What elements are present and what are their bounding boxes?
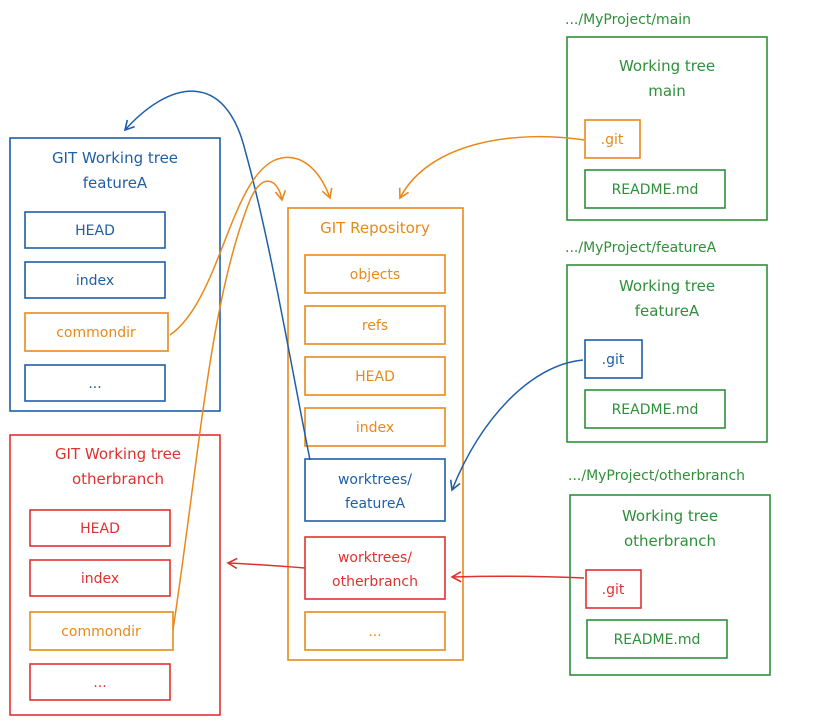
repo-refs-label: refs <box>362 318 388 334</box>
left-red-index-box <box>29 559 171 597</box>
repo-head-box <box>304 356 446 396</box>
right-working-tree-main: .../MyProject/main Working tree main .gi… <box>565 12 768 221</box>
repo-worktrees-featureA-line1: worktrees/ <box>338 472 412 488</box>
right-featureA-git-box <box>584 339 643 379</box>
left-red-title-line2: otherbranch <box>72 470 164 488</box>
left-blue-commondir-box <box>24 312 169 352</box>
left-blue-head-label: HEAD <box>75 223 115 239</box>
right-otherbranch-path: .../MyProject/otherbranch <box>568 468 745 484</box>
right-otherbranch-title-line1: Working tree <box>622 507 718 525</box>
right-otherbranch-readme-label: README.md <box>614 632 701 648</box>
repo-worktrees-featureA-box <box>304 458 446 522</box>
left-blue-ellipsis-label: ... <box>88 376 101 392</box>
repo-head-label: HEAD <box>355 369 395 385</box>
left-red-commondir-box <box>29 611 174 651</box>
right-main-git-box <box>584 119 641 159</box>
repo-objects-box <box>304 254 446 294</box>
left-red-head-label: HEAD <box>80 521 120 537</box>
repo-worktrees-otherbranch-line2: otherbranch <box>332 574 418 590</box>
arrow-otherbranch-git-to-worktrees <box>450 571 585 583</box>
right-otherbranch-git-box <box>585 569 642 609</box>
left-red-ellipsis-label: ... <box>93 675 106 691</box>
right-main-readme-box <box>584 169 726 209</box>
right-featureA-path: .../MyProject/featureA <box>565 240 717 256</box>
repo-ellipsis-label: ... <box>368 624 381 640</box>
right-featureA-readme-label: README.md <box>612 402 699 418</box>
repo-title: GIT Repository <box>320 219 430 237</box>
left-blue-ellipsis-box <box>24 364 166 402</box>
arrow-featureA-git-to-worktrees <box>449 359 584 492</box>
right-featureA-readme-box <box>584 389 726 429</box>
left-red-commondir-label: commondir <box>61 624 141 640</box>
repo-worktrees-otherbranch-line1: worktrees/ <box>338 550 412 566</box>
left-blue-index-box <box>24 261 166 299</box>
left-red-title-line1: GIT Working tree <box>55 445 181 463</box>
left-working-tree-featureA: GIT Working tree featureA HEAD index com… <box>9 137 221 412</box>
left-red-head-box <box>29 509 171 547</box>
right-otherbranch-title-line2: otherbranch <box>624 532 716 550</box>
left-blue-title-line1: GIT Working tree <box>52 149 178 167</box>
right-featureA-git-label: .git <box>602 352 625 368</box>
right-working-tree-otherbranch: .../MyProject/otherbranch Working tree o… <box>568 468 771 676</box>
left-blue-head-box <box>24 211 166 249</box>
left-working-tree-otherbranch: GIT Working tree otherbranch HEAD index … <box>9 434 221 716</box>
right-main-path: .../MyProject/main <box>565 12 691 28</box>
right-main-readme-label: README.md <box>612 182 699 198</box>
right-main-title-line1: Working tree <box>619 57 715 75</box>
arrow-red-commondir-to-repo <box>172 180 287 631</box>
git-repository: GIT Repository objects refs HEAD index w… <box>287 207 464 661</box>
left-red-index-label: index <box>81 571 119 587</box>
left-blue-commondir-label: commondir <box>56 325 136 341</box>
repo-worktrees-featureA-line2: featureA <box>345 496 406 512</box>
right-featureA-title-line2: featureA <box>635 302 700 320</box>
right-main-title-line2: main <box>648 82 685 100</box>
repo-refs-box <box>304 305 446 345</box>
right-otherbranch-readme-box <box>586 619 728 659</box>
right-otherbranch-git-label: .git <box>602 582 625 598</box>
right-featureA-title-line1: Working tree <box>619 277 715 295</box>
left-blue-index-label: index <box>76 273 114 289</box>
arrow-main-git-to-repo <box>398 135 585 200</box>
arrow-worktrees-featureA-to-left-tree <box>123 90 311 461</box>
arrow-blue-commondir-to-repo <box>169 156 333 336</box>
repo-index-box <box>304 407 446 447</box>
left-blue-title-line2: featureA <box>83 174 148 192</box>
repo-ellipsis-box <box>304 611 446 651</box>
repo-objects-label: objects <box>350 267 400 283</box>
left-red-ellipsis-box <box>29 663 171 701</box>
right-working-tree-featureA: .../MyProject/featureA Working tree feat… <box>565 240 768 443</box>
right-main-git-label: .git <box>601 132 624 148</box>
arrow-worktrees-otherbranch-to-left-tree <box>226 557 306 570</box>
repo-index-label: index <box>356 420 394 436</box>
